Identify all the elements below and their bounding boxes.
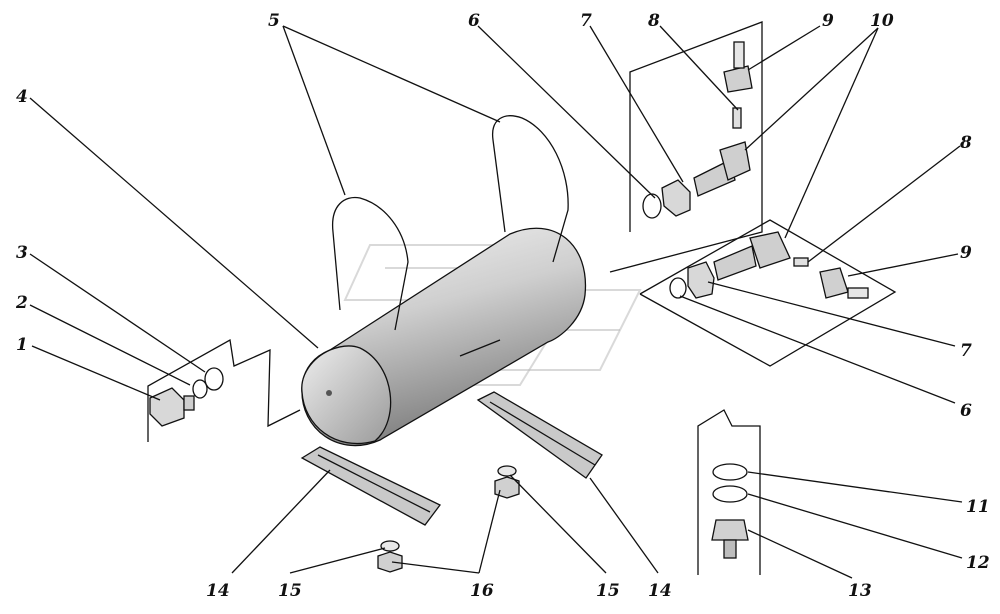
callout-8-top: 8	[647, 11, 660, 31]
pressure-fitting-assembly	[697, 409, 761, 575]
callout-10: 10	[870, 11, 894, 31]
callout-8-right: 8	[959, 133, 972, 153]
callout-12: 12	[966, 553, 990, 573]
side-valve-fittings	[639, 219, 897, 367]
callout-13: 13	[848, 581, 872, 601]
leader-lines	[29, 25, 963, 579]
callout-4: 4	[16, 87, 28, 107]
upper-valve-fittings	[609, 21, 763, 273]
u-bolt-clamps	[332, 115, 569, 331]
tank-bracket-right	[476, 391, 603, 479]
drain-plug-assembly	[147, 338, 301, 442]
callout-15-right: 15	[596, 581, 620, 601]
callout-5: 5	[268, 11, 280, 31]
tank-bracket-left	[300, 446, 441, 526]
callout-7-right: 7	[960, 341, 972, 361]
callout-16: 16	[470, 581, 494, 601]
callout-7-top: 7	[580, 11, 592, 31]
callout-9-right: 9	[960, 243, 972, 263]
washer-and-nut-left	[377, 540, 403, 573]
callout-labels: 1 2 3 4 5 6 7 8 9 10 8 9 7 6 11 12 13 14…	[15, 11, 990, 601]
callout-14-right: 14	[648, 581, 672, 601]
callout-11: 11	[966, 497, 990, 517]
washer-and-nut-right	[494, 465, 520, 499]
air-tank	[301, 227, 587, 447]
callout-6-right: 6	[960, 401, 972, 421]
callout-15-left: 15	[278, 581, 302, 601]
callout-9-top: 9	[822, 11, 834, 31]
callout-14-left: 14	[206, 581, 230, 601]
callout-2: 2	[15, 293, 28, 313]
callout-3: 3	[16, 243, 28, 263]
callout-1: 1	[16, 335, 28, 355]
callout-6-top: 6	[468, 11, 480, 31]
